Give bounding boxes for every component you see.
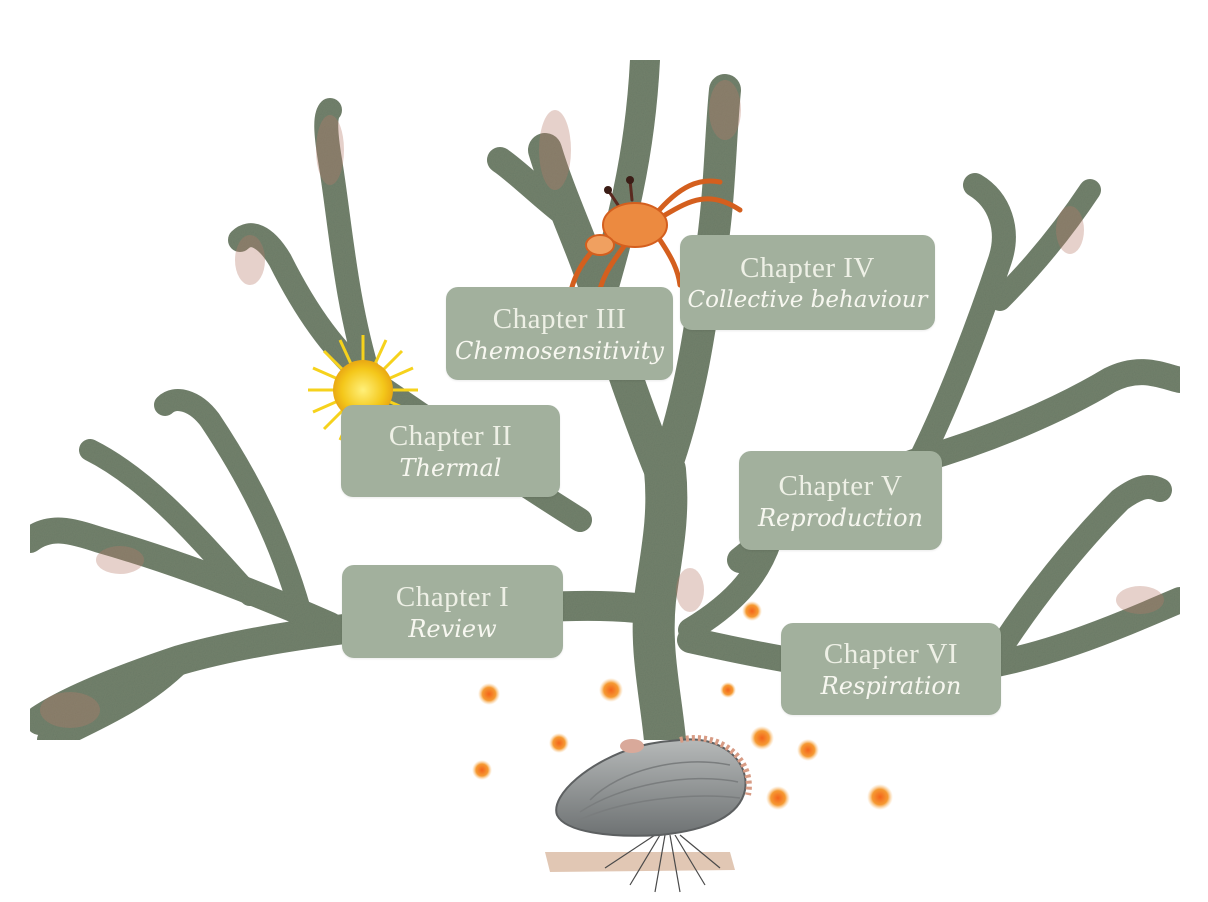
chapter-topic: Collective behaviour [687, 285, 927, 315]
chapter-2-card[interactable]: Chapter II Thermal [341, 405, 560, 497]
chapter-3-card[interactable]: Chapter III Chemosensitivity [446, 287, 673, 380]
chapter-topic: Reproduction [758, 503, 923, 533]
mussel-icon [545, 738, 749, 892]
chapter-number: Chapter III [493, 302, 627, 336]
chapter-number: Chapter I [396, 580, 509, 614]
chapter-number: Chapter V [779, 469, 903, 503]
chapter-topic: Chemosensitivity [455, 336, 664, 366]
chapter-6-card[interactable]: Chapter VI Respiration [781, 623, 1001, 715]
chapter-1-card[interactable]: Chapter I Review [342, 565, 563, 658]
chapter-topic: Review [408, 614, 496, 644]
chapter-topic: Thermal [400, 453, 502, 483]
chapter-4-card[interactable]: Chapter IV Collective behaviour [680, 235, 935, 330]
chapter-number: Chapter VI [824, 637, 958, 671]
chapter-topic: Respiration [821, 671, 962, 701]
chapter-5-card[interactable]: Chapter V Reproduction [739, 451, 942, 550]
seaweed-fronds [30, 60, 1180, 740]
chapter-number: Chapter II [389, 419, 512, 453]
chapter-number: Chapter IV [740, 251, 875, 285]
